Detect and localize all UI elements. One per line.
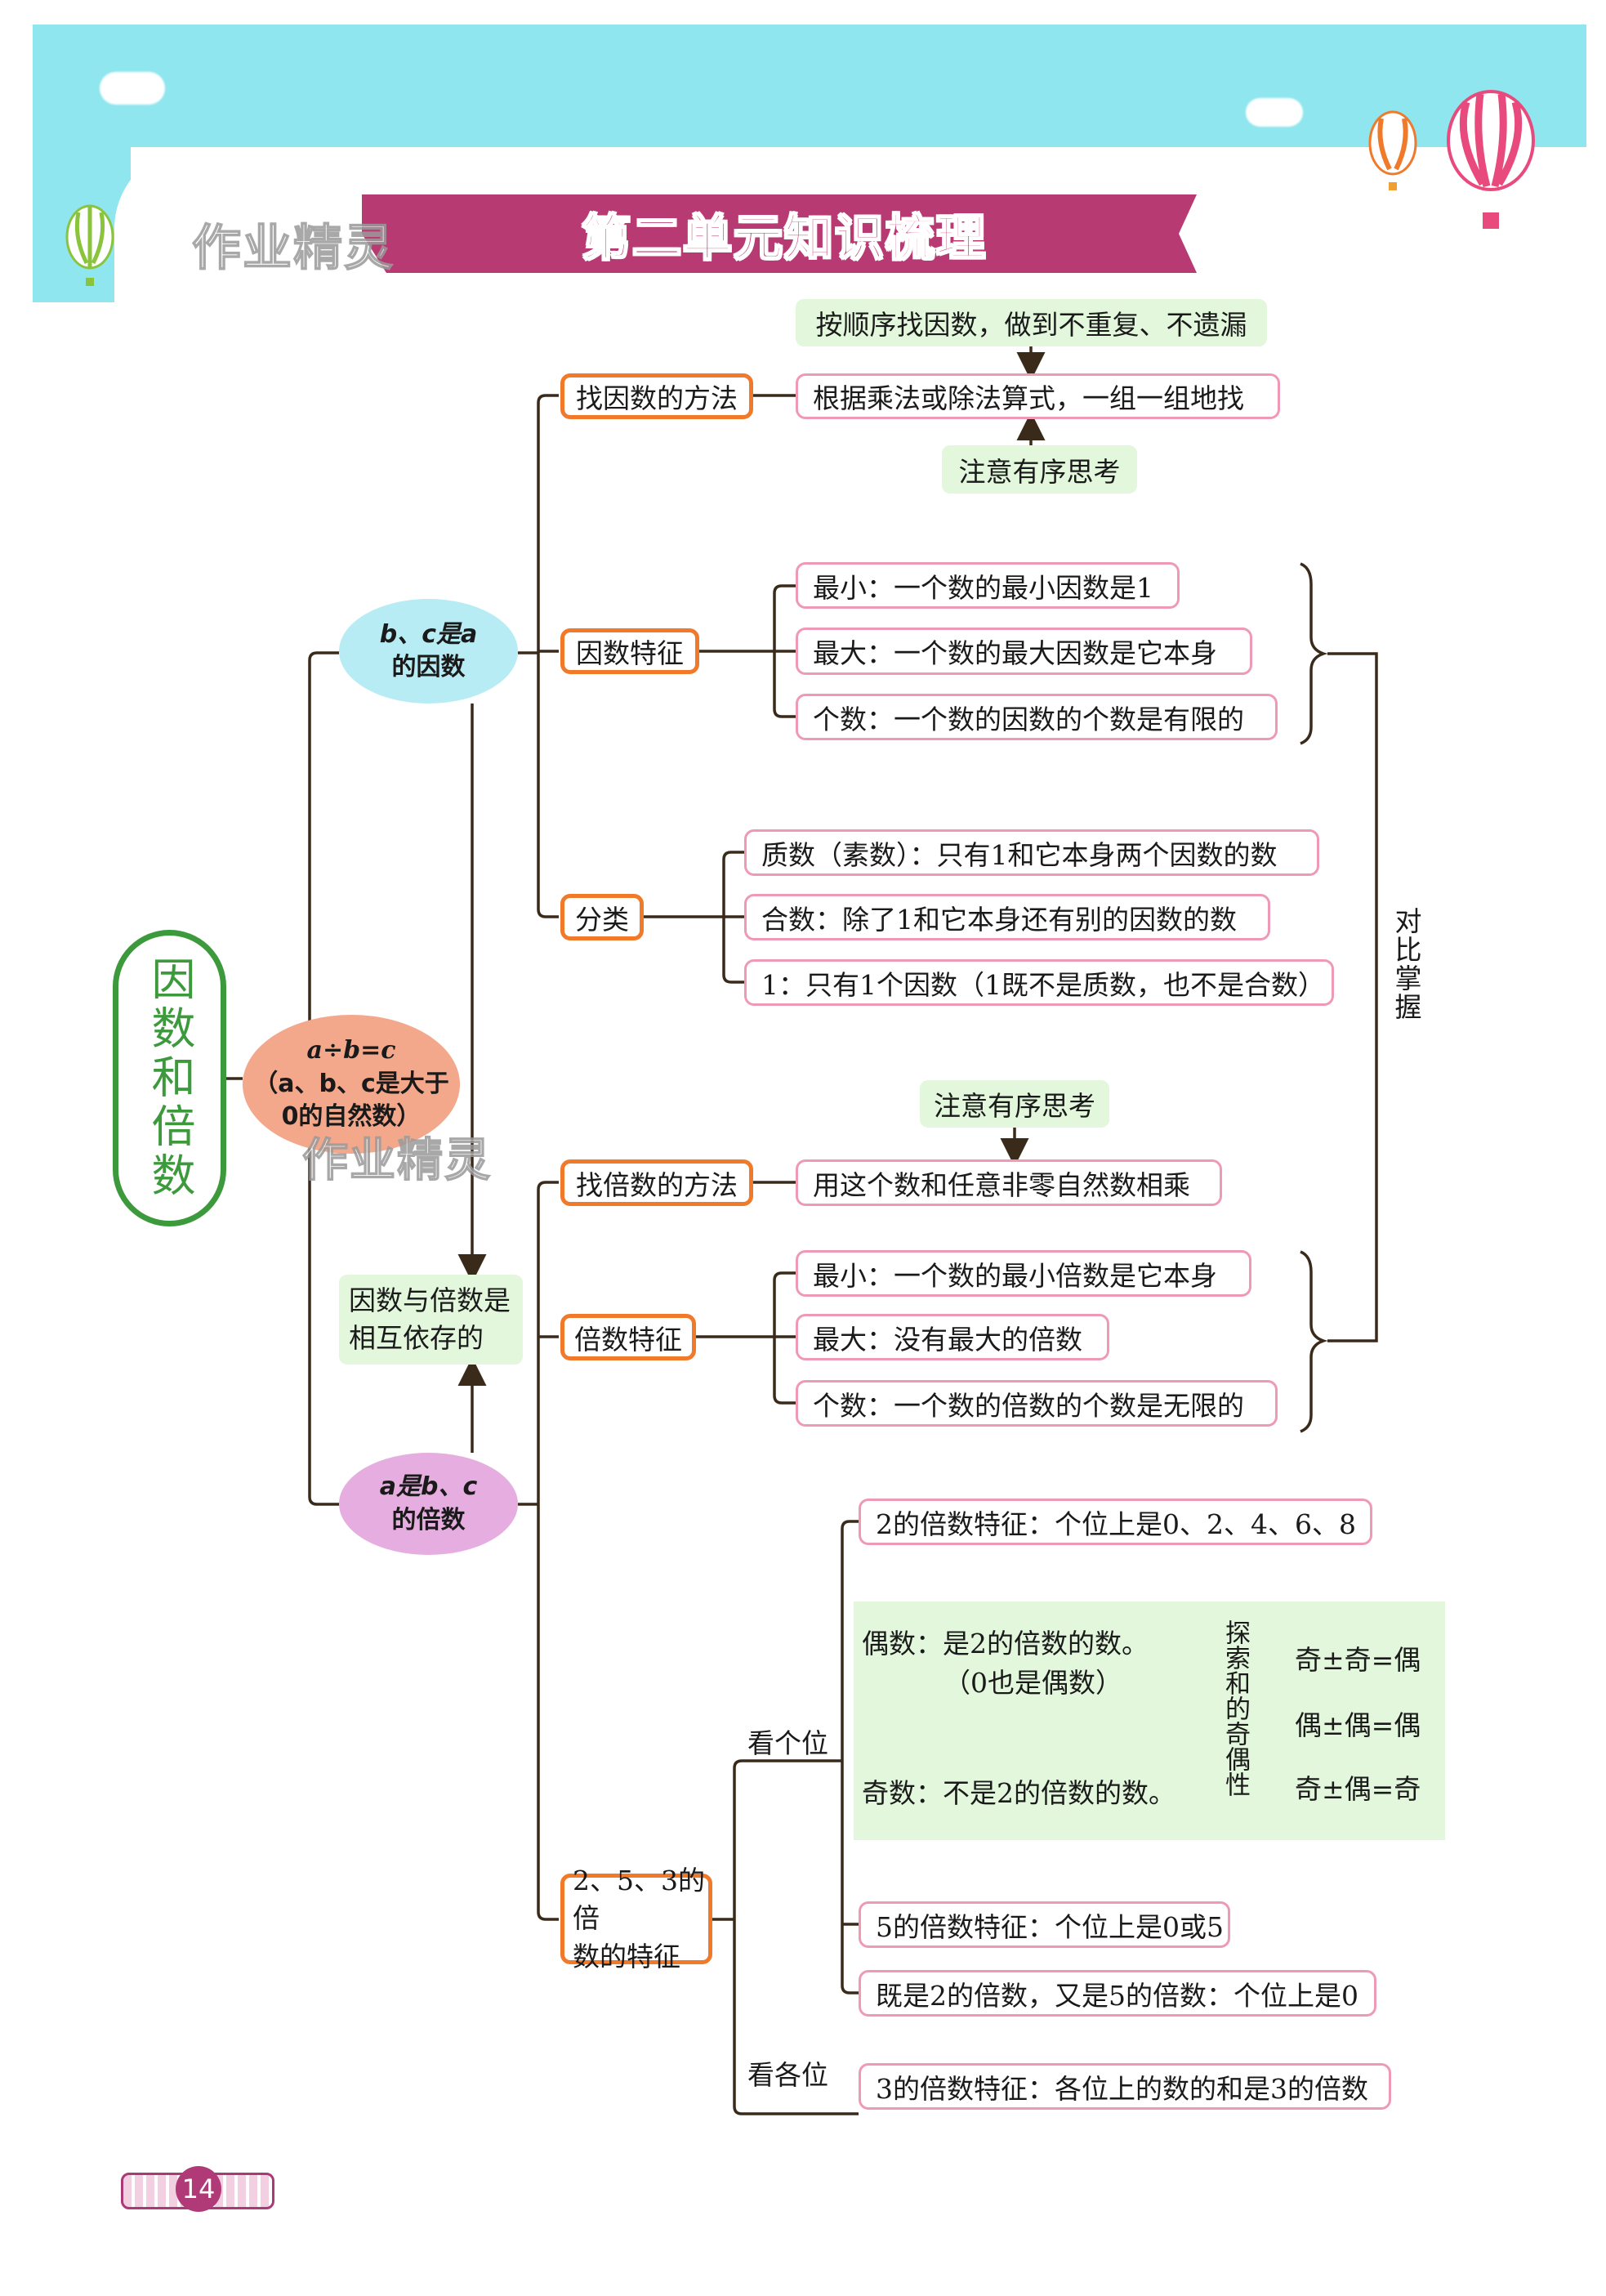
multiples-253-label: 2、5、3的倍 数的特征 xyxy=(560,1865,712,1972)
tip-orderly-thinking: 注意有序思考 xyxy=(942,445,1137,494)
factor-feature-item: 个数：一个数的因数的个数是有限的 xyxy=(796,694,1278,740)
multiple-feature-item: 最大：没有最大的倍数 xyxy=(796,1314,1109,1360)
title-banner xyxy=(362,194,1197,273)
compare-label: 对比掌握 xyxy=(1390,907,1422,1021)
find-multiple-method: 用这个数和任意非零自然数相乘 xyxy=(796,1159,1222,1206)
multiple-node-line1: a是b、c xyxy=(379,1472,478,1501)
two-and-five-multiple-feature: 既是2的倍数，又是5的倍数：个位上是0 xyxy=(859,1970,1376,2017)
look-all-digits-label: 看各位 xyxy=(747,2059,828,2091)
multiple-features-label: 倍数特征 xyxy=(560,1314,696,1360)
parity-panel xyxy=(854,1601,1445,1840)
equation-node: a÷b=c （a、b、c是大于 0的自然数） xyxy=(243,1015,460,1154)
factor-feature-item: 最大：一个数的最大因数是它本身 xyxy=(796,628,1252,675)
cloud-icon xyxy=(1246,98,1303,127)
interdependent-line2: 相互依存的 xyxy=(349,1322,484,1354)
look-ones-label: 看个位 xyxy=(747,1727,828,1759)
parity-rule: 奇±奇=偶 xyxy=(1295,1644,1421,1676)
page-number: 14 xyxy=(176,2166,221,2212)
classification-item-composite: 合数：除了1和它本身还有别的因数的数 xyxy=(744,894,1270,940)
cloud-icon xyxy=(100,72,165,105)
odd-definition: 奇数：不是2的倍数的数。 xyxy=(862,1777,1176,1809)
multiple-feature-item: 最小：一个数的最小倍数是它本身 xyxy=(796,1250,1251,1297)
equation-line2: （a、b、c是大于 xyxy=(253,1069,449,1098)
find-factor-method-label: 找因数的方法 xyxy=(560,373,753,419)
multiple-feature-item: 个数：一个数的倍数的个数是无限的 xyxy=(796,1380,1278,1427)
parity-rule: 偶±偶=偶 xyxy=(1295,1709,1421,1741)
hot-air-balloon-icon xyxy=(1447,90,1535,229)
interdependent-line1: 因数与倍数是 xyxy=(349,1284,511,1316)
watermark-text: 作业精灵 xyxy=(191,219,395,278)
header-sky-curve xyxy=(114,147,245,310)
find-factor-method: 根据乘法或除法算式，一组一组地找 xyxy=(796,373,1280,419)
multiples-253-label-line2: 数的特征 xyxy=(573,1940,680,1972)
factor-node-line1: b、c是a xyxy=(379,619,478,649)
even-note: （0也是偶数） xyxy=(944,1667,1122,1699)
factor-features-label: 因数特征 xyxy=(560,628,699,674)
hot-air-balloon-icon xyxy=(65,204,114,286)
multiples-253-label-line1: 2、5、3的倍 xyxy=(573,1865,705,1935)
tip-orderly-thinking-2: 注意有序思考 xyxy=(920,1080,1109,1128)
tip-order-no-repeat: 按顺序找因数，做到不重复、不遗漏 xyxy=(796,299,1267,346)
header-sky-band xyxy=(33,25,1586,147)
five-multiple-feature: 5的倍数特征：个位上是0或5 xyxy=(859,1901,1230,1948)
factor-node: b、c是a 的因数 xyxy=(339,599,518,704)
two-multiple-feature: 2的倍数特征：个位上是0、2、4、6、8 xyxy=(859,1499,1372,1545)
find-multiple-method-label: 找倍数的方法 xyxy=(560,1159,753,1206)
interdependent-note: 因数与倍数是 相互依存的 xyxy=(339,1275,523,1365)
multiple-node-line2: 的倍数 xyxy=(391,1505,466,1534)
root-label: 因数和倍数 xyxy=(144,955,195,1201)
equation-line3: 0的自然数） xyxy=(281,1102,422,1132)
three-multiple-feature: 3的倍数特征：各位上的数的和是3的倍数 xyxy=(859,2063,1391,2110)
classification-label: 分类 xyxy=(560,894,644,940)
factor-feature-item: 最小：一个数的最小因数是1 xyxy=(796,562,1180,609)
root-node: 因数和倍数 xyxy=(113,930,226,1226)
page-title: 第二单元知识梳理 xyxy=(581,209,987,268)
explore-parity-label: 探索和的奇偶性 xyxy=(1220,1619,1250,1797)
hot-air-balloon-icon xyxy=(1368,110,1417,190)
classification-item-prime: 质数（素数）：只有1和它本身两个因数的数 xyxy=(744,829,1319,876)
factor-node-line2: 的因数 xyxy=(391,653,466,681)
multiple-node: a是b、c 的倍数 xyxy=(339,1453,518,1555)
classification-item-one: 1：只有1个因数（1既不是质数，也不是合数） xyxy=(744,959,1334,1006)
watermark-text: 作业精灵 xyxy=(301,1133,492,1188)
parity-rule: 奇±偶=奇 xyxy=(1295,1773,1421,1805)
even-definition: 偶数：是2的倍数的数。 xyxy=(862,1628,1149,1659)
equation-line1: a÷b=c xyxy=(306,1036,396,1065)
